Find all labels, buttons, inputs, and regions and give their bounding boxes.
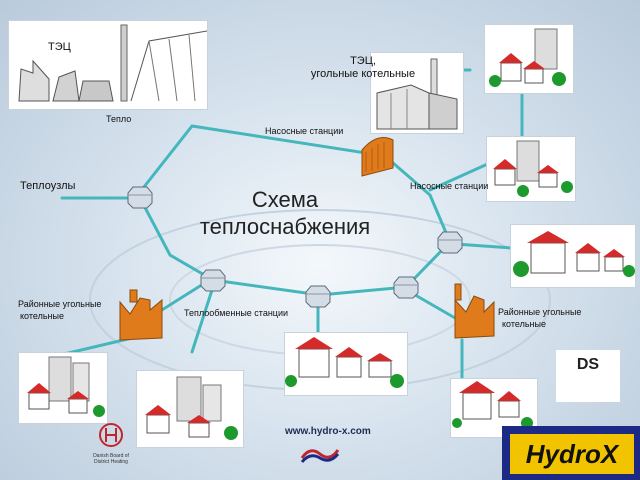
housing-image (510, 224, 636, 288)
pipe (383, 154, 452, 244)
power-plant-icon (18, 24, 208, 102)
houses-icon (145, 376, 238, 440)
coal-boiler-image (370, 52, 464, 134)
heat-node (127, 186, 153, 209)
label-pump-stations-right: Насосные станции (410, 181, 489, 191)
pump-station-icon (361, 137, 394, 177)
heat-node (305, 285, 331, 308)
houses-icon (285, 337, 404, 388)
pipe (453, 242, 514, 250)
chp-plant-image (8, 20, 208, 110)
label-district-boilers-right-line1: Районные угольные (498, 307, 582, 317)
label-chp-coal-boilers-line2: угольные котельные (310, 68, 416, 80)
label-heat-exchange-stations: Теплообменные станции (184, 308, 289, 318)
label-chp: ТЭЦ (48, 41, 71, 53)
pipe (138, 196, 215, 282)
hydrox-wave-icon (300, 449, 340, 463)
pipe (408, 290, 464, 324)
footer-url[interactable]: www.hydro-x.com (285, 426, 371, 437)
hydrox-logo-text: HydroX (510, 434, 634, 474)
ds-logo: DS (556, 350, 620, 402)
houses-icon (513, 231, 635, 277)
housing-image (484, 24, 574, 94)
heat-node (393, 276, 419, 299)
label-chp-coal-boilers-line1: ТЭЦ, (350, 55, 376, 67)
houses-icon (493, 140, 573, 197)
houses-icon (452, 381, 533, 429)
hydrox-logo: HydroX (502, 426, 640, 480)
label-district-boilers-left-line1: Районные угольные (18, 299, 102, 309)
label-heat: Тепло (106, 114, 132, 124)
heat-node (200, 269, 226, 292)
housing-image (486, 136, 576, 202)
dbdh-caption: Danish Board of District Heating (93, 453, 129, 465)
boiler-house-icon (376, 58, 458, 130)
label-pump-stations-top: Насосные станции (265, 126, 344, 136)
pipe (138, 124, 194, 194)
label-district-boilers-left-line2: котельные (20, 311, 64, 321)
label-district-boilers-right-line2: котельные (502, 319, 546, 329)
dbdh-logo: Danish Board of District Heating (88, 422, 134, 465)
pipe (211, 240, 452, 297)
housing-image (450, 378, 538, 438)
title-line-2: теплоснабжения (199, 214, 371, 239)
pipe (190, 124, 387, 158)
district-boiler-icon (454, 283, 495, 339)
dbdh-emblem-icon (99, 423, 123, 447)
pipe (428, 160, 494, 192)
housing-image (136, 370, 244, 448)
ds-logo-text: DS (576, 356, 600, 373)
houses-icon (489, 28, 566, 87)
diagram-title: Схема теплоснабжения (150, 186, 420, 240)
housing-image (284, 332, 408, 396)
housing-image (18, 352, 108, 424)
houses-icon (27, 356, 105, 417)
title-line-1: Схема (251, 187, 319, 212)
label-heat-nodes: Теплоузлы (20, 180, 76, 192)
pipe (190, 288, 214, 354)
heat-node (437, 231, 463, 254)
district-boiler-icon (119, 289, 163, 341)
